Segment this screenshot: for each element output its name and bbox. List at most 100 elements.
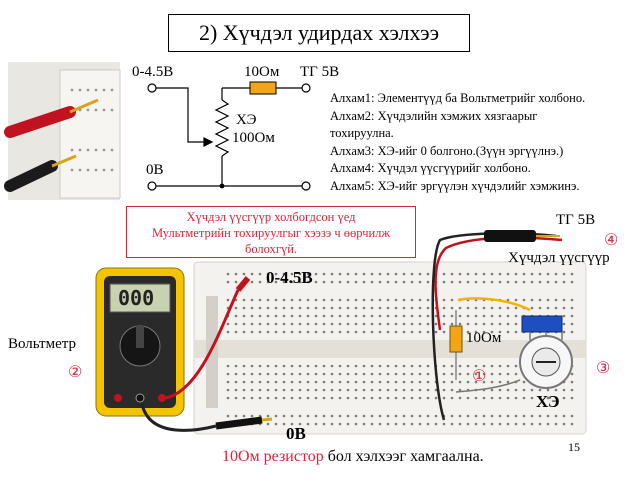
breadboard-hole [570, 396, 574, 400]
breadboard-hole [570, 388, 574, 392]
breadboard-hole [370, 364, 374, 368]
breadboard-hole [570, 298, 574, 302]
breadboard-hole [386, 272, 390, 276]
breadboard-hole [298, 396, 302, 400]
breadboard-hole [514, 422, 518, 426]
breadboard-hole [330, 280, 334, 284]
breadboard-hole [250, 414, 254, 418]
breadboard-hole [490, 280, 494, 284]
breadboard-hole [570, 272, 574, 276]
breadboard-hole [466, 306, 470, 310]
breadboard-hole [314, 272, 318, 276]
red-probe [235, 276, 251, 292]
breadboard-hole [338, 372, 342, 376]
breadboard-hole [330, 330, 334, 334]
breadboard-hole [402, 380, 406, 384]
breadboard-hole [250, 280, 254, 284]
breadboard-hole [458, 272, 462, 276]
breadboard-hole [274, 272, 278, 276]
breadboard-hole [506, 364, 510, 368]
breadboard-hole [362, 298, 366, 302]
breadboard-hole [242, 414, 246, 418]
breadboard-hole [394, 422, 398, 426]
breadboard-hole [458, 314, 462, 318]
breadboard-hole [418, 396, 422, 400]
breadboard-hole [482, 272, 486, 276]
breadboard-hole [314, 330, 318, 334]
breadboard-hole [362, 280, 366, 284]
breadboard-hole [410, 388, 414, 392]
breadboard-hole [530, 298, 534, 302]
breadboard-hole [466, 372, 470, 376]
breadboard-hole [226, 364, 230, 368]
breadboard-hole [402, 396, 406, 400]
breadboard-hole [306, 314, 310, 318]
breadboard-hole [330, 388, 334, 392]
breadboard-hole [466, 272, 470, 276]
breadboard-hole [394, 306, 398, 310]
breadboard-hole [370, 372, 374, 376]
breadboard-hole [490, 272, 494, 276]
breadboard-hole [498, 322, 502, 326]
breadboard-hole [442, 388, 446, 392]
warning-box: Хүчдэл үүсгүүр холбогдсон үед Мультметри… [126, 206, 416, 258]
breadboard-hole [266, 280, 270, 284]
breadboard-hole [346, 280, 350, 284]
breadboard-hole [266, 306, 270, 310]
breadboard-hole [258, 364, 262, 368]
breadboard-hole [258, 322, 262, 326]
breadboard-hole [450, 396, 454, 400]
breadboard-hole [466, 322, 470, 326]
breadboard-hole [282, 322, 286, 326]
breadboard-hole [322, 380, 326, 384]
breadboard-hole [370, 380, 374, 384]
breadboard-hole [298, 322, 302, 326]
breadboard-hole [522, 298, 526, 302]
breadboard-hole [314, 280, 318, 284]
breadboard-hole [466, 414, 470, 418]
breadboard-hole [322, 422, 326, 426]
breadboard-hole [426, 364, 430, 368]
breadboard-hole [354, 380, 358, 384]
breadboard-hole [250, 298, 254, 302]
breadboard-hole [562, 330, 566, 334]
breadboard-hole [346, 372, 350, 376]
breadboard-hole [386, 280, 390, 284]
breadboard-hole [314, 422, 318, 426]
breadboard-hole [346, 272, 350, 276]
breadboard-hole [290, 414, 294, 418]
breadboard-hole [314, 372, 318, 376]
breadboard-hole [338, 388, 342, 392]
breadboard-hole [506, 272, 510, 276]
breadboard-hole [474, 414, 478, 418]
breadboard-hole [458, 364, 462, 368]
breadboard-hole [346, 298, 350, 302]
breadboard-hole [506, 330, 510, 334]
breadboard-hole [522, 414, 526, 418]
breadboard-hole [306, 298, 310, 302]
breadboard-hole [570, 330, 574, 334]
breadboard-hole [250, 388, 254, 392]
breadboard-hole [506, 422, 510, 426]
breadboard-hole [410, 364, 414, 368]
breadboard-hole [250, 306, 254, 310]
schematic-label-source: ТГ 5В [300, 64, 340, 80]
step-5: Алхам5: ХЭ-ийг эргүүлэн хүчдэлийг хэмжин… [330, 178, 580, 193]
breadboard-hole [394, 396, 398, 400]
step-2-cont: тохируулна. [330, 126, 394, 140]
breadboard-hole [570, 372, 574, 376]
breadboard-hole [394, 372, 398, 376]
breadboard-hole [354, 396, 358, 400]
breadboard-hole [450, 364, 454, 368]
breadboard-hole [498, 364, 502, 368]
breadboard-hole [258, 306, 262, 310]
breadboard-hole [474, 306, 478, 310]
breadboard-hole [434, 314, 438, 318]
breadboard-hole [402, 272, 406, 276]
breadboard-hole [442, 330, 446, 334]
breadboard-hole [450, 380, 454, 384]
breadboard-hole [314, 396, 318, 400]
breadboard-hole [554, 306, 558, 310]
breadboard-hole [514, 306, 518, 310]
breadboard-hole [354, 272, 358, 276]
